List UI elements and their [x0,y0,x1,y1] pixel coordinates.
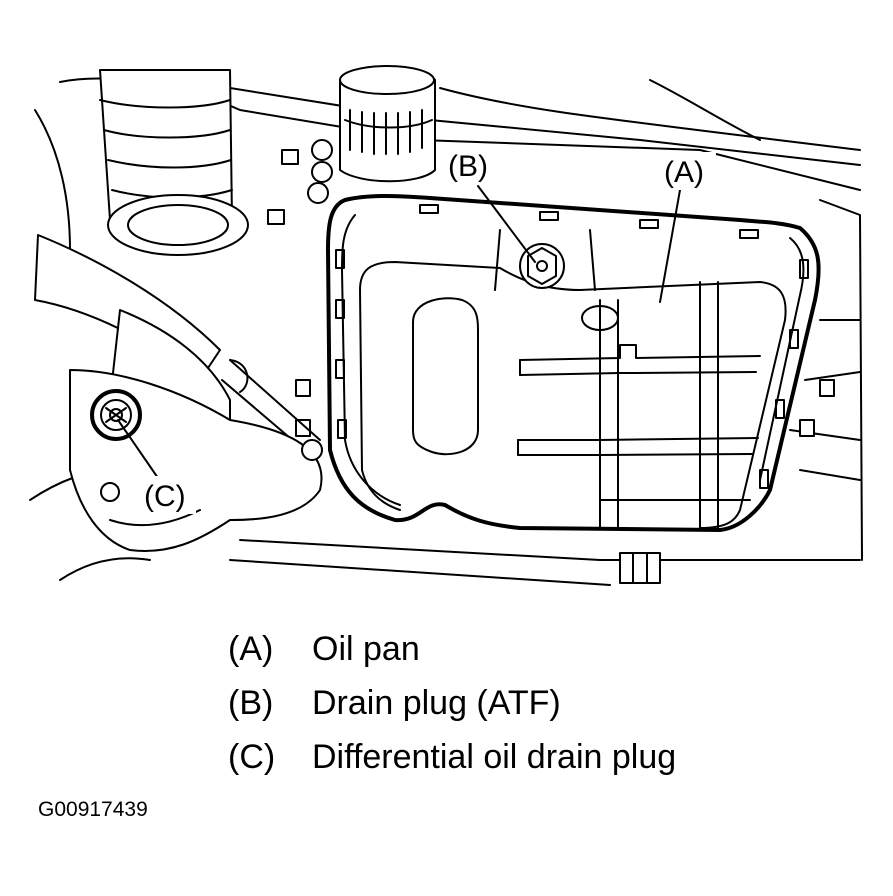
legend-item-c: (C) Differential oil drain plug [228,730,676,784]
legend-letter: (B) [228,683,274,722]
callout-c: (C) [144,480,186,513]
differential-housing [69,369,323,552]
housing-bolts [267,139,835,584]
differential-drain-plug [90,389,142,441]
transmission-housing [29,77,863,586]
legend-text: Drain plug (ATF) [312,683,561,722]
oil-pan [326,194,821,532]
oil-filter [339,65,436,183]
leader-line-b [477,185,536,263]
atf-drain-plug [494,229,596,291]
figure-id: G00917439 [38,798,148,821]
transmission-underside-illustration: (A) (B) (C) [29,65,863,586]
legend-item-a: (A) Oil pan [228,622,676,676]
legend-letter: (A) [228,629,274,668]
legend: (A) Oil pan (B) Drain plug (ATF) (C) Dif… [228,622,676,784]
leader-line-a [659,189,681,303]
callout-a: (A) [664,156,704,189]
legend-item-b: (B) Drain plug (ATF) [228,676,676,730]
axle-boot [99,69,249,256]
callout-b: (B) [448,150,488,183]
legend-text: Oil pan [312,629,420,668]
legend-letter: (C) [228,737,276,776]
leader-line-c [117,419,159,479]
legend-text: Differential oil drain plug [312,737,677,776]
pan-flange-bolts [335,204,809,489]
